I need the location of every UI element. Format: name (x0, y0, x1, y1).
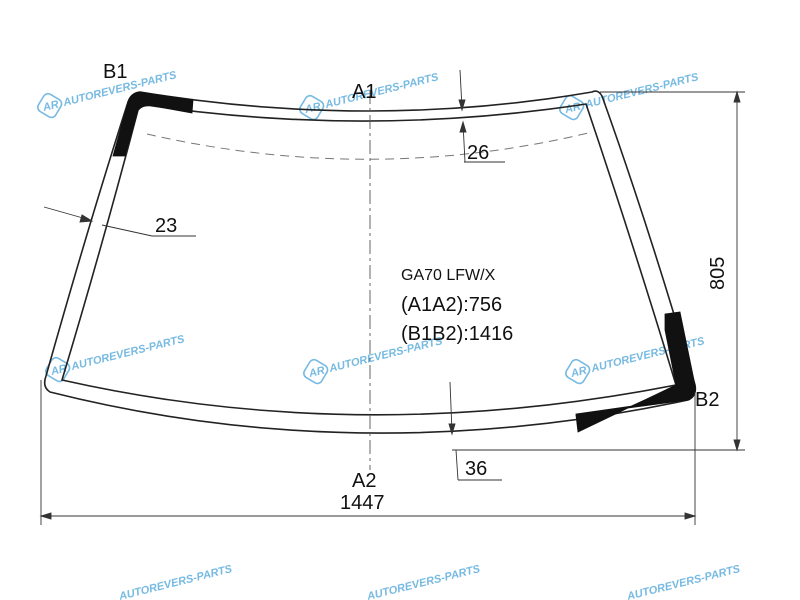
watermark-logo-text: AR (569, 365, 588, 381)
arrow-head (459, 120, 467, 133)
watermark-group: AR AUTOREVERS-PARTS AR AUTOREVERS-PARTS … (37, 69, 742, 600)
dimension-lines (39, 69, 745, 525)
black-bands (112, 91, 696, 433)
watermark-8: AUTOREVERS-PARTS (365, 563, 482, 600)
watermark-logo-icon (565, 358, 591, 385)
watermark-logo-text: AR (303, 101, 322, 117)
watermark-text: AUTOREVERS-PARTS (69, 333, 186, 373)
watermark-logo-text: AR (307, 365, 326, 381)
b1b2-measure: (B1B2):1416 (401, 323, 513, 345)
watermark-9: AUTOREVERS-PARTS (625, 563, 742, 600)
part-code: GA70 LFW/X (401, 267, 496, 284)
watermark-logo-icon (559, 94, 585, 121)
watermark-text: AUTOREVERS-PARTS (323, 71, 440, 111)
watermark-logo-icon (299, 94, 325, 121)
inner-contour (60, 103, 678, 416)
watermark-3: AR AUTOREVERS-PARTS (559, 71, 700, 121)
label-a2: A2 (352, 470, 376, 492)
black-band-b2-fill (575, 385, 689, 431)
watermark-logo-text: AR (41, 99, 60, 115)
arrow-head (684, 512, 697, 520)
watermark-text: AUTOREVERS-PARTS (625, 563, 742, 600)
arrow-head (448, 423, 456, 436)
arrow-head (733, 90, 741, 103)
top-band-value: 26 (467, 142, 489, 164)
a1a2-measure: (A1A2):756 (401, 294, 502, 316)
watermark-logo-text: AR (563, 101, 582, 117)
label-b1: B1 (103, 61, 127, 83)
watermark-logo-icon (37, 92, 63, 119)
watermark-text: AUTOREVERS-PARTS (583, 71, 700, 111)
watermark-text: AUTOREVERS-PARTS (117, 563, 234, 600)
side-band-leader-2 (101, 224, 153, 237)
label-a1: A1 (352, 81, 376, 103)
side-band-value: 23 (155, 215, 177, 237)
bottom-band-value: 36 (465, 458, 487, 480)
bottom-band-leader-2 (455, 449, 459, 481)
arrow-head (79, 214, 94, 223)
width-value: 1447 (340, 492, 385, 514)
height-value: 805 (707, 257, 729, 290)
black-band-b2 (575, 311, 696, 433)
arrow-head (39, 512, 52, 520)
arrow-head (733, 439, 741, 452)
watermark-text: AUTOREVERS-PARTS (365, 563, 482, 600)
watermark-logo-icon (303, 358, 329, 385)
watermark-7: AUTOREVERS-PARTS (117, 563, 234, 600)
arrow-head (458, 99, 466, 112)
black-band-b1 (112, 91, 194, 157)
label-b2: B2 (695, 389, 719, 411)
outer-contour (43, 90, 697, 434)
dashed-top-curve (146, 132, 589, 160)
glass-outline (43, 90, 697, 434)
